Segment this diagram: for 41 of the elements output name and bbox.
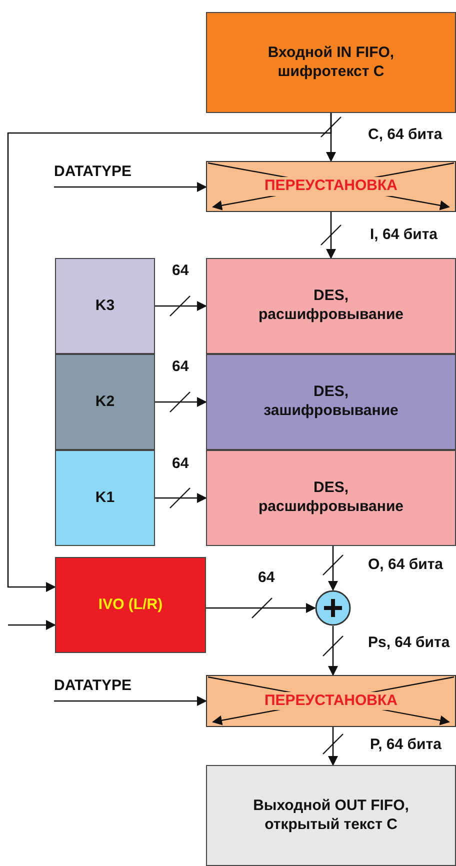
process-block [55, 258, 155, 354]
block-label: K1 [95, 488, 115, 508]
arrow [326, 212, 336, 259]
process-block [206, 258, 456, 354]
process-block [206, 450, 456, 546]
block-label: DES, расшифровывание [257, 479, 405, 517]
edge-label: Ps, 64 бита [368, 634, 450, 653]
edge-label: 64 [258, 569, 275, 588]
block-label: DES, расшифровывание [257, 287, 405, 325]
block-label: K2 [95, 392, 115, 412]
arrow [54, 182, 207, 192]
process-block [206, 354, 456, 450]
arrow [7, 113, 332, 592]
edge-label: O, 64 бита [368, 556, 444, 575]
edge-label: С, 64 бита [368, 126, 442, 145]
process-block [55, 354, 155, 450]
edge-label: 64 [172, 262, 189, 281]
block-label: IVO (L/R) [98, 596, 163, 614]
arrow [206, 603, 316, 613]
process-block [55, 450, 155, 546]
arrow [155, 301, 207, 311]
block-label: Входной IN FIFO, шифротекст С [266, 44, 396, 82]
input-label: DATATYPE [54, 677, 132, 696]
arrow [54, 696, 207, 706]
arrow [328, 546, 338, 591]
process-block [206, 765, 456, 866]
arrow [155, 397, 207, 407]
block-label: Выходной OUT FIFO, открытый текст С [252, 796, 410, 834]
arrow [8, 620, 56, 630]
arrow [328, 727, 338, 766]
arrow [328, 626, 338, 676]
edge-label: 64 [172, 455, 189, 474]
block-label: K3 [95, 296, 115, 316]
edge-label: P, 64 бита [370, 736, 442, 755]
input-label: DATATYPE [54, 163, 132, 182]
arrow [155, 493, 207, 503]
edge-label: I, 64 бита [370, 226, 438, 245]
edge-label: 64 [172, 358, 189, 377]
block-label: DES, зашифровывание [262, 383, 400, 421]
process-block [55, 557, 206, 653]
process-block [206, 12, 456, 113]
